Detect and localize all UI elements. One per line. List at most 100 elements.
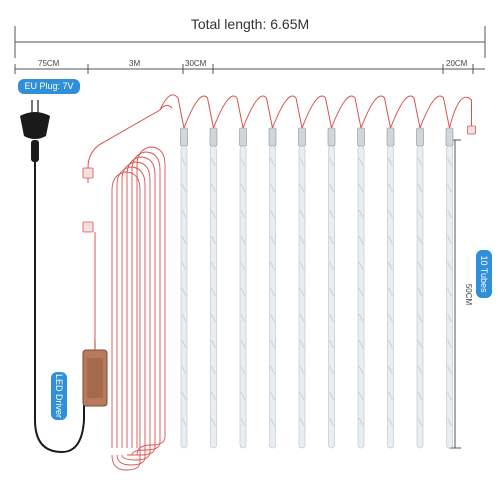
tube-cap bbox=[386, 127, 395, 147]
tubes-badge: 10 Tubes bbox=[476, 250, 492, 298]
connector-icon bbox=[82, 167, 94, 233]
tube-strip bbox=[270, 235, 275, 245]
tube-strip bbox=[358, 157, 364, 167]
tube-strip bbox=[358, 313, 364, 323]
tube-strip bbox=[447, 183, 452, 193]
tube-strip bbox=[447, 339, 452, 349]
tube-strip bbox=[181, 157, 187, 167]
tube-spacing-label: 20CM bbox=[446, 59, 468, 68]
tube-strip bbox=[447, 313, 452, 323]
tube-strip bbox=[181, 287, 187, 297]
tube-strip bbox=[270, 313, 275, 323]
driver-lead-label: 3M bbox=[129, 59, 141, 68]
tube-strip bbox=[270, 157, 275, 167]
tube-strip bbox=[447, 287, 452, 297]
tube-strip bbox=[299, 235, 305, 245]
driver-lead-wire bbox=[87, 104, 173, 340]
tube-strip bbox=[417, 235, 423, 245]
tube-strip bbox=[299, 313, 305, 323]
tube-strip bbox=[181, 261, 187, 271]
tube-strip bbox=[329, 417, 334, 427]
tube-strip bbox=[358, 209, 364, 219]
coil-loop bbox=[111, 171, 141, 471]
tube-strip bbox=[417, 417, 423, 427]
connector-lead-label: 30CM bbox=[185, 59, 207, 68]
tube-cap bbox=[180, 127, 188, 147]
tube-strip bbox=[417, 313, 423, 323]
tube-cap bbox=[445, 127, 454, 147]
tube-strip bbox=[240, 417, 246, 427]
coil-loop bbox=[121, 161, 151, 461]
eu-plug-icon bbox=[20, 100, 50, 162]
tubes-badge-text: 10 Tubes bbox=[479, 255, 489, 293]
tube-strip bbox=[417, 209, 423, 219]
tube-strip bbox=[388, 391, 393, 401]
tube-strip bbox=[417, 339, 423, 349]
tube-cap bbox=[298, 127, 306, 147]
tube-strip bbox=[181, 365, 187, 375]
tube-strip bbox=[388, 313, 393, 323]
tube-strip bbox=[329, 183, 334, 193]
tube-strip bbox=[447, 157, 452, 167]
tube-strip bbox=[240, 339, 246, 349]
tube-strip bbox=[211, 339, 216, 349]
tube-cap bbox=[357, 127, 365, 147]
tube-length-label: 50CM bbox=[464, 283, 474, 306]
tube-strip bbox=[240, 261, 246, 271]
tube-strip bbox=[329, 261, 334, 271]
tube-strip bbox=[299, 261, 305, 271]
tube-strip bbox=[388, 157, 393, 167]
tube-strip bbox=[240, 157, 246, 167]
tube-strip bbox=[240, 391, 246, 401]
tube-strip bbox=[358, 365, 364, 375]
tube-strip bbox=[417, 183, 423, 193]
tube-strip bbox=[240, 313, 246, 323]
end-connector-icon bbox=[467, 125, 476, 135]
tube-strip bbox=[270, 391, 275, 401]
tube-strip bbox=[358, 339, 364, 349]
tube-strip bbox=[329, 365, 334, 375]
tube-strip bbox=[211, 209, 216, 219]
tube-strip bbox=[181, 417, 187, 427]
tube-strip bbox=[417, 261, 423, 271]
tube-link-wire bbox=[159, 94, 472, 130]
tube-strip bbox=[299, 209, 305, 219]
tube-strip bbox=[388, 287, 393, 297]
tube-strip bbox=[417, 157, 423, 167]
tube-strip bbox=[447, 365, 452, 375]
tube-strip bbox=[270, 183, 275, 193]
tube-strip bbox=[417, 365, 423, 375]
tube-strip bbox=[388, 183, 393, 193]
tube-strip bbox=[417, 287, 423, 297]
tube-strip bbox=[388, 365, 393, 375]
tube-strip bbox=[329, 391, 334, 401]
tube-strip bbox=[388, 235, 393, 245]
tube-strip bbox=[181, 313, 187, 323]
tube-cap bbox=[268, 127, 277, 147]
tube-strip bbox=[417, 391, 423, 401]
tube-strip bbox=[329, 235, 334, 245]
total-length-label: Total length: 6.65M bbox=[190, 16, 310, 32]
segment-dimension bbox=[14, 64, 485, 74]
tube-array bbox=[159, 94, 476, 449]
tube-strip bbox=[447, 261, 452, 271]
tube-strip bbox=[240, 365, 246, 375]
tube-strip bbox=[240, 287, 246, 297]
tube-strip bbox=[358, 183, 364, 193]
led-driver-badge: LED Driver bbox=[51, 372, 67, 420]
led-driver-box bbox=[82, 340, 108, 407]
tube-strip bbox=[299, 391, 305, 401]
tube-cap bbox=[239, 127, 247, 147]
tube-strip bbox=[211, 365, 216, 375]
tube-strip bbox=[211, 157, 216, 167]
tube-strip bbox=[388, 417, 393, 427]
tube-strip bbox=[299, 339, 305, 349]
tube-strip bbox=[447, 209, 452, 219]
tube-cap bbox=[416, 127, 424, 147]
tube-strip bbox=[329, 339, 334, 349]
tube-strip bbox=[211, 391, 216, 401]
tube-strip bbox=[358, 261, 364, 271]
coil-loop bbox=[126, 156, 156, 456]
power-cable bbox=[34, 162, 85, 454]
